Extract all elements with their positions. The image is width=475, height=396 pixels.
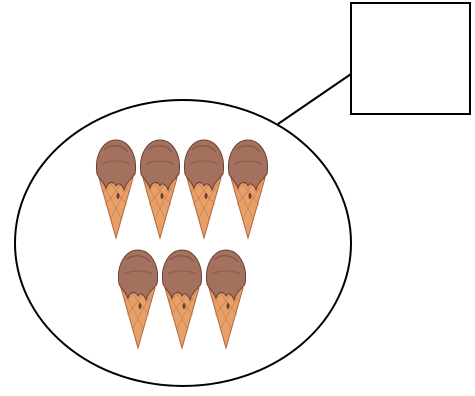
ice-cream-cone-icon xyxy=(139,139,181,239)
group-ellipse xyxy=(14,99,352,387)
answer-box[interactable] xyxy=(350,2,471,115)
ice-cream-cone-icon xyxy=(161,249,203,349)
items-layer xyxy=(95,139,269,349)
connector-line xyxy=(277,73,352,125)
ice-cream-cone-icon xyxy=(95,139,137,239)
ice-cream-cone-icon xyxy=(117,249,159,349)
ice-cream-cone-icon xyxy=(183,139,225,239)
ice-cream-cone-icon xyxy=(205,249,247,349)
ice-cream-cone-icon xyxy=(227,139,269,239)
answer-box-value xyxy=(351,3,470,114)
